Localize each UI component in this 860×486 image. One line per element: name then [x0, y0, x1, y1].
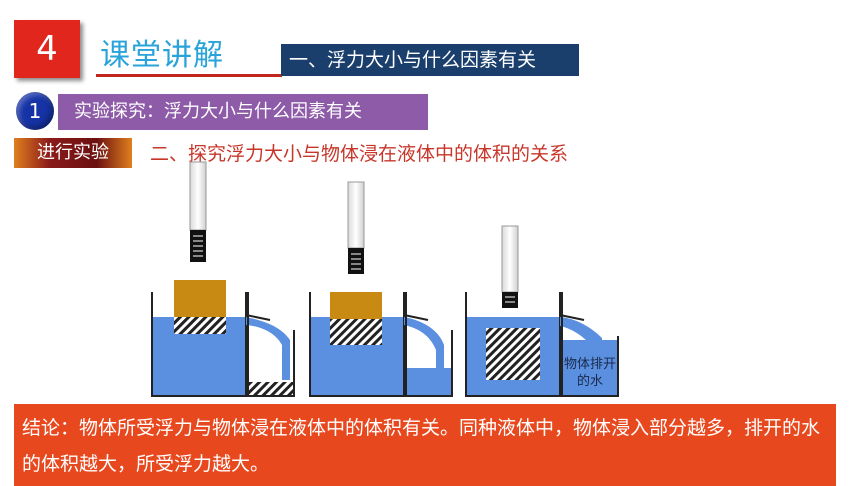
- setup-3: [465, 225, 619, 397]
- overflow-cup-2: [405, 292, 453, 397]
- experiment-tag: 进行实验: [14, 138, 132, 168]
- experiment-title: 二、探究浮力大小与物体浸在液体中的体积的关系: [150, 143, 569, 165]
- overflow-spout-1: [245, 314, 290, 380]
- page-title: 课堂讲解: [100, 38, 224, 73]
- section-number: 4: [36, 29, 58, 69]
- overflow-cup-3: [561, 292, 619, 397]
- spring-scale-3: [501, 225, 519, 328]
- spring-scale-2: [347, 181, 365, 289]
- title-underline: [96, 74, 282, 77]
- step-number-circle: 1: [16, 92, 54, 130]
- setup-2: [309, 181, 453, 397]
- setup-1: [151, 161, 295, 397]
- object-3: [486, 328, 540, 380]
- overflow-spout-3: [559, 314, 602, 346]
- overflow-spout-2: [403, 314, 444, 370]
- conclusion-box: 结论：物体所受浮力与物体浸在液体中的体积有关。同种液体中，物体浸入部分越多，排开…: [14, 404, 836, 486]
- overflow-cup-1: [247, 292, 295, 397]
- experiment-diagram: [151, 161, 619, 397]
- overflow-water-label: 物体排开的水: [564, 357, 617, 389]
- step-number: 1: [28, 99, 42, 123]
- section-number-badge: 4: [14, 20, 80, 78]
- spring-scale-1: [189, 161, 207, 275]
- topic-banner: 一、浮力大小与什么因素有关: [281, 44, 579, 76]
- subtopic-banner: 实验探究：浮力大小与什么因素有关: [58, 94, 428, 130]
- object-2: [330, 292, 382, 345]
- object-1: [174, 280, 226, 334]
